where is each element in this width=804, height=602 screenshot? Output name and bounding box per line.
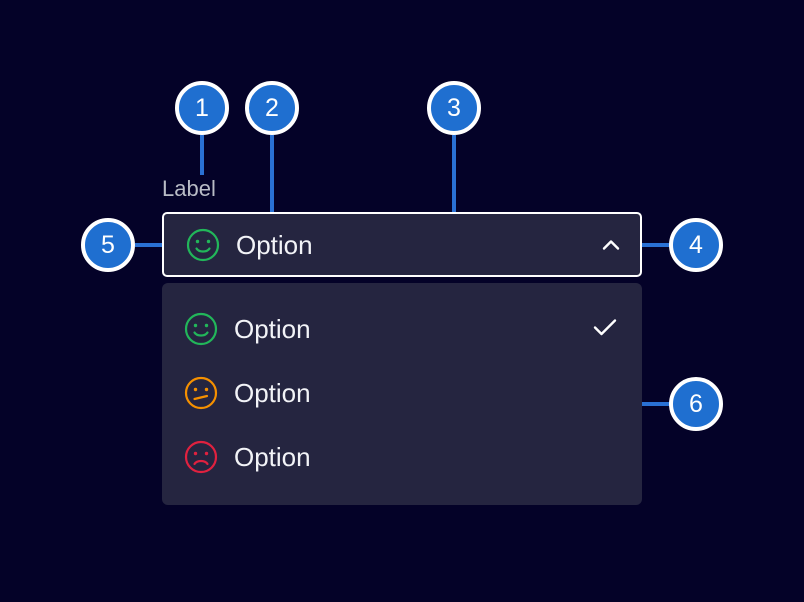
callout-badge-number: 4 (688, 230, 704, 259)
callout-badge-1[interactable]: 1 (175, 81, 229, 135)
callout-badge-3[interactable]: 3 (427, 81, 481, 135)
callout-badge-number: 3 (446, 93, 462, 122)
select-value: Option (236, 229, 313, 260)
callout-badge-number: 1 (194, 93, 210, 122)
callout-badge-number: 5 (100, 230, 116, 259)
dropdown-panel: Option Option (162, 283, 642, 505)
connector-line-6 (642, 402, 670, 406)
connector-line-5 (135, 243, 163, 247)
dropdown-option-label: Option (234, 442, 311, 472)
dropdown-option-3[interactable]: Option (162, 425, 642, 489)
connector-line-2 (270, 135, 274, 240)
connector-line-1 (200, 135, 204, 175)
sad-face-icon (184, 440, 218, 474)
neutral-face-icon (184, 376, 218, 410)
dropdown-option-1[interactable]: Option (162, 297, 642, 361)
dropdown-option-label: Option (234, 314, 311, 344)
happy-face-icon (186, 228, 220, 262)
callout-badge-6[interactable]: 6 (669, 377, 723, 431)
dropdown-option-2[interactable]: Option (162, 361, 642, 425)
select-field[interactable]: Option (162, 212, 642, 277)
chevron-up-icon[interactable] (598, 232, 624, 258)
field-label: Label (162, 176, 216, 201)
check-icon (590, 312, 620, 347)
dropdown-option-label: Option (234, 378, 311, 408)
callout-badge-number: 2 (264, 93, 280, 122)
happy-face-icon (184, 312, 218, 346)
connector-line-3 (452, 135, 456, 240)
callout-badge-number: 6 (688, 389, 704, 418)
connector-line-4 (642, 243, 670, 247)
callout-badge-5[interactable]: 5 (81, 218, 135, 272)
callout-badge-4[interactable]: 4 (669, 218, 723, 272)
callout-badge-2[interactable]: 2 (245, 81, 299, 135)
